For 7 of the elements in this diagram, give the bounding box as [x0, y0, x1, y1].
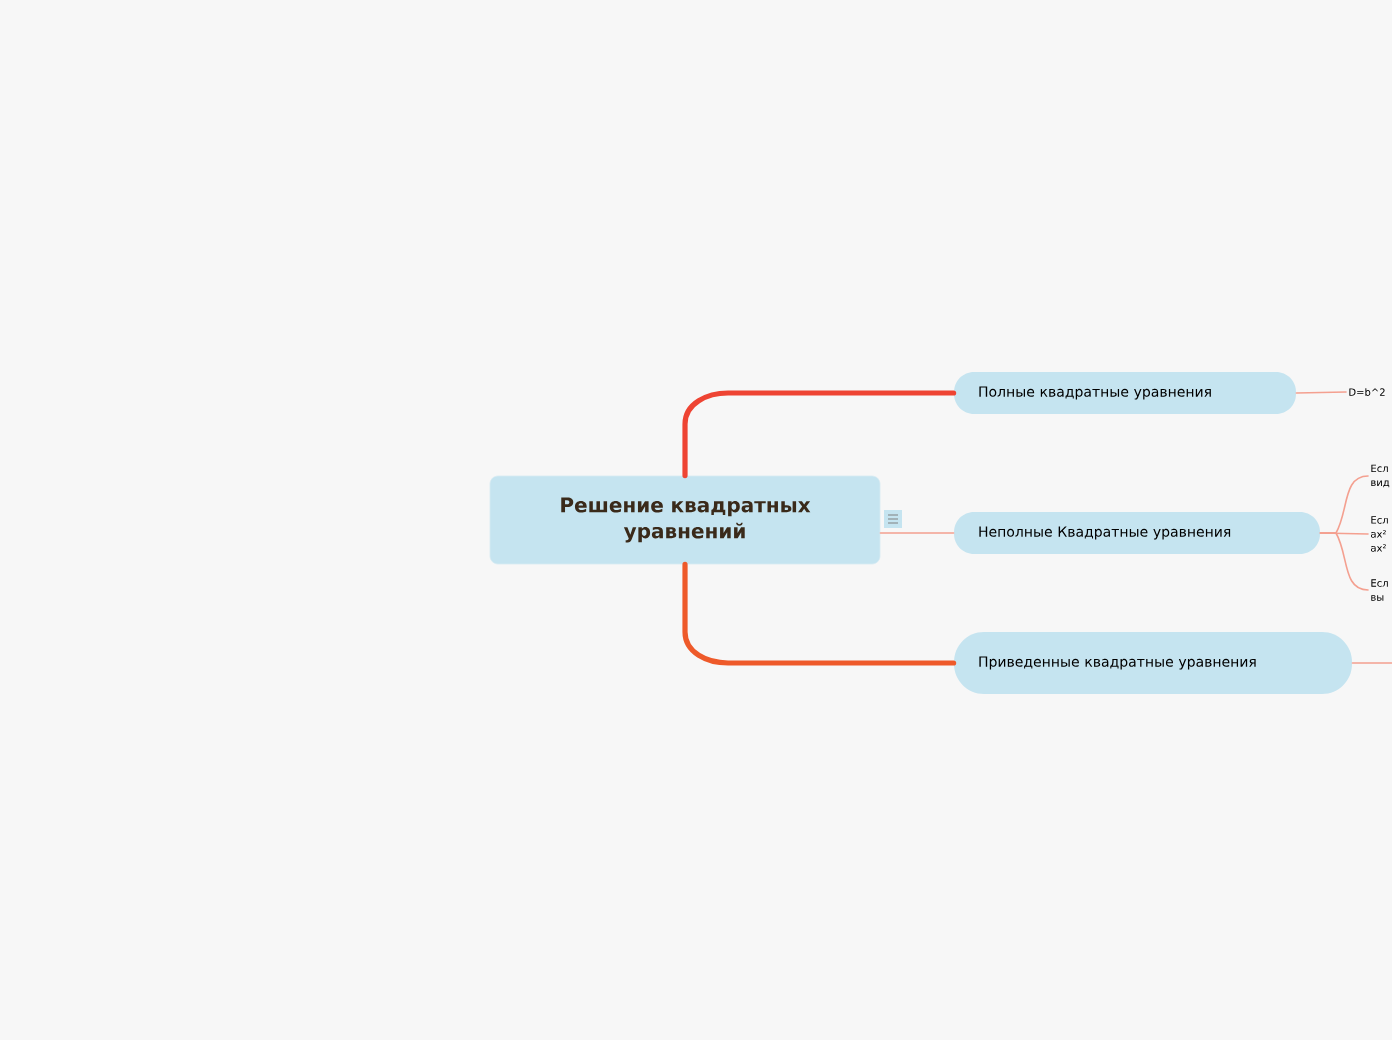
connector [1295, 391, 1347, 394]
connector [879, 532, 955, 534]
connector [1351, 662, 1392, 664]
topic-box: Решение квадратных уравнений [489, 475, 881, 565]
connector [1319, 532, 1369, 591]
connector [682, 561, 957, 666]
connector [682, 390, 957, 479]
